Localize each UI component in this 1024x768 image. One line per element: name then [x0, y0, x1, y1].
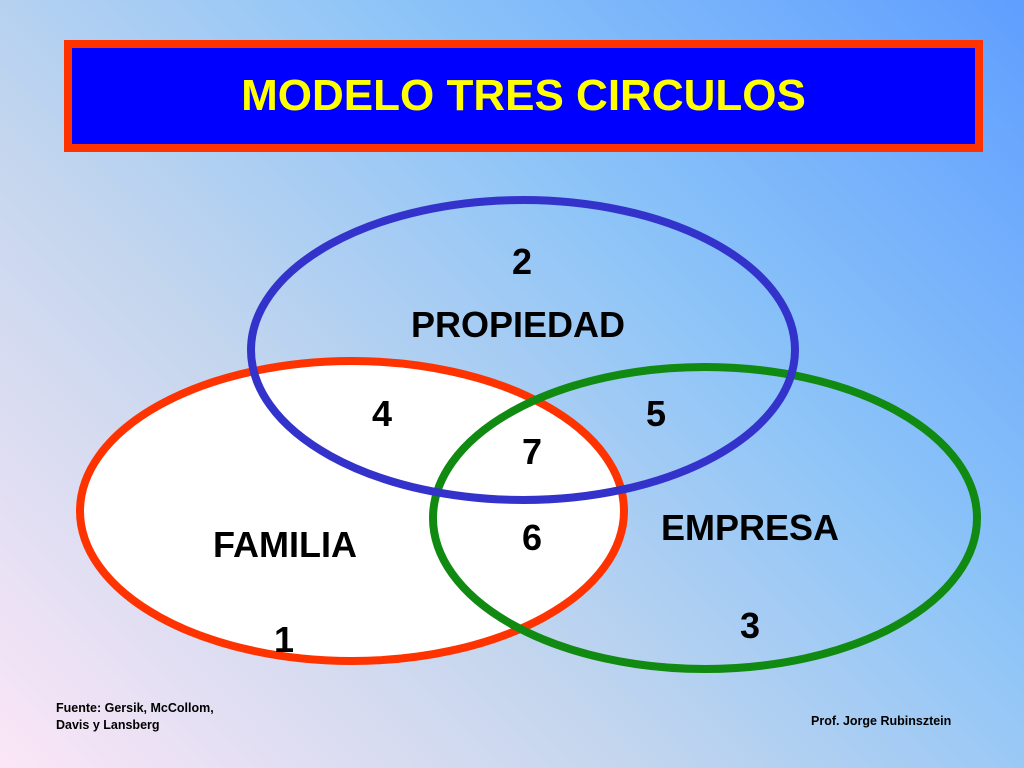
author-credit: Prof. Jorge Rubinsztein [811, 714, 952, 728]
familia-circle [76, 357, 628, 665]
title-box: MODELO TRES CIRCULOS [64, 40, 983, 152]
region-6-number: 6 [521, 517, 543, 558]
region-1-number: 1 [273, 619, 295, 660]
region-3-number: 3 [739, 605, 761, 646]
source-line-2: Davis y Lansberg [56, 718, 160, 732]
propiedad-circle [247, 196, 799, 504]
region-5-number: 5 [645, 393, 667, 434]
region-7-number: 7 [521, 431, 543, 472]
region-2-number: 2 [511, 241, 533, 282]
familia-label: FAMILIA [213, 524, 357, 565]
source-line-1: Fuente: Gersik, McCollom, [56, 701, 214, 715]
source-citation: Fuente: Gersik, McCollom, Davis y Lansbe… [56, 700, 214, 734]
empresa-label: EMPRESA [660, 507, 840, 548]
propiedad-label: PROPIEDAD [410, 304, 626, 345]
slide-title: MODELO TRES CIRCULOS [241, 71, 806, 120]
region-4-number: 4 [371, 393, 393, 434]
empresa-circle [429, 363, 981, 673]
